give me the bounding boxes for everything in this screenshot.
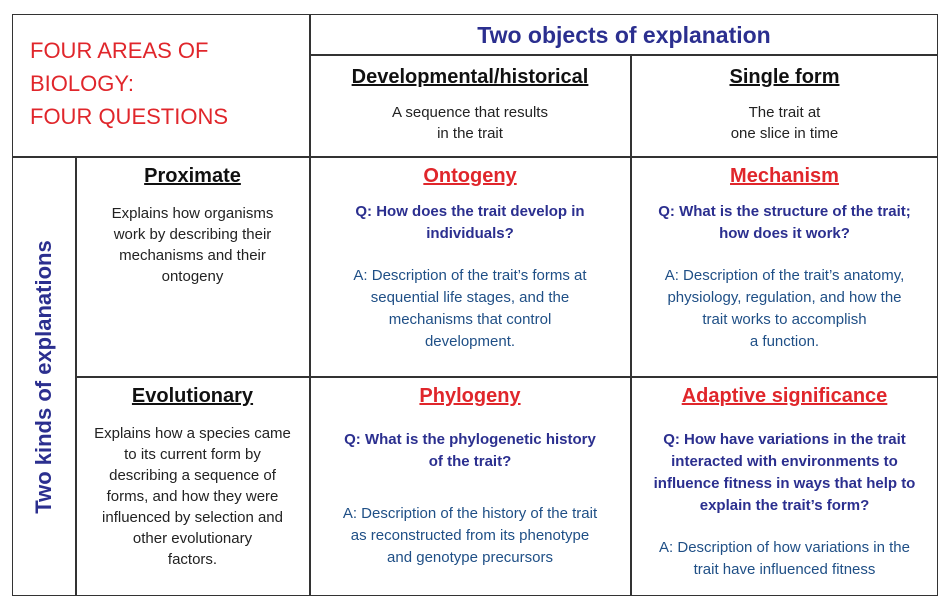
answer-line: physiology, regulation, and how the (667, 289, 902, 306)
kinds-title: Two kinds of explanations (12, 157, 75, 596)
question-line: of the trait? (428, 453, 512, 470)
question-line: Q: How have variations in the trait (663, 431, 906, 448)
row-proximate-desc: Explains how organisms work by describin… (76, 203, 309, 287)
cell-ontogeny-answer: A: Description of the trait’s forms at s… (310, 265, 630, 353)
question-line: explain the trait’s form? (699, 497, 870, 514)
desc-line: influenced by selection and (102, 509, 283, 526)
objects-title: Two objects of explanation (477, 22, 771, 48)
answer-line: trait have influenced fitness (693, 561, 876, 578)
desc-line: forms, and how they were (106, 488, 279, 505)
divider-rowheader (309, 156, 311, 596)
cell-mechanism-answer: A: Description of the trait’s anatomy, p… (631, 265, 938, 353)
row-evolutionary: Evolutionary Explains how a species came… (76, 381, 309, 570)
answer-line: mechanisms that control (388, 311, 552, 328)
cell-ontogeny-heading: Ontogeny (423, 165, 517, 187)
question-line: Q: What is the structure of the trait; (658, 203, 911, 220)
row-proximate-heading: Proximate (144, 165, 241, 187)
divider-corner-vertical (309, 14, 311, 157)
cell-adaptive-question: Q: How have variations in the trait inte… (631, 429, 938, 517)
question-line: individuals? (426, 225, 514, 242)
row-evolutionary-heading: Evolutionary (131, 385, 254, 407)
question-line: how does it work? (719, 225, 850, 242)
column-developmental-desc: A sequence that results in the trait (310, 102, 630, 144)
cell-phylogeny-answer: A: Description of the history of the tra… (310, 503, 630, 569)
answer-line: A: Description of the trait’s anatomy, (664, 267, 905, 284)
corner-title: FOUR AREAS OF BIOLOGY: FOUR QUESTIONS (30, 34, 300, 133)
column-single-desc: The trait at one slice in time (631, 102, 938, 144)
desc-line: other evolutionary (132, 530, 253, 547)
answer-line: sequential life stages, and the (370, 289, 570, 306)
divider-columns (630, 54, 632, 596)
cell-ontogeny: Ontogeny Q: How does the trait develop i… (310, 161, 630, 353)
cell-adaptive: Adaptive significance Q: How have variat… (631, 381, 938, 581)
desc-line: Explains how a species came (94, 425, 291, 442)
desc-line: mechanisms and their (119, 247, 266, 264)
divider-rows (75, 376, 938, 378)
cell-adaptive-heading: Adaptive significance (681, 385, 888, 407)
answer-line: as reconstructed from its phenotype (350, 527, 590, 544)
cell-adaptive-answer: A: Description of how variations in the … (631, 537, 938, 581)
answer-line: A: Description of the trait’s forms at (353, 267, 587, 284)
desc-line: A sequence that results (392, 104, 548, 121)
row-evolutionary-desc: Explains how a species came to its curre… (76, 423, 309, 570)
cell-mechanism-question: Q: What is the structure of the trait; h… (631, 201, 938, 245)
cell-phylogeny-heading: Phylogeny (419, 385, 521, 407)
cell-mechanism: Mechanism Q: What is the structure of th… (631, 161, 938, 353)
question-line: influence fitness in ways that help to (653, 475, 916, 492)
question-line: interacted with environments to (671, 453, 898, 470)
divider-header-bottom (12, 156, 938, 158)
corner-title-line-1: FOUR AREAS OF (30, 38, 209, 63)
column-single: Single form The trait at one slice in ti… (631, 62, 938, 144)
kinds-title-text: Two kinds of explanations (30, 239, 56, 514)
desc-line: in the trait (437, 125, 503, 142)
question-line: Q: How does the trait develop in (355, 203, 585, 220)
four-questions-table (12, 14, 938, 596)
column-developmental-heading: Developmental/historical (351, 66, 589, 88)
answer-line: a function. (749, 333, 820, 350)
desc-line: factors. (167, 551, 218, 568)
corner-title-line-2: BIOLOGY: (30, 71, 134, 96)
desc-line: Explains how organisms (111, 205, 274, 222)
corner-title-line-3: FOUR QUESTIONS (30, 104, 229, 129)
desc-line: one slice in time (730, 125, 839, 142)
answer-line: trait works to accomplish (702, 311, 867, 328)
answer-line: A: Description of the history of the tra… (342, 505, 598, 522)
answer-line: A: Description of how variations in the (659, 539, 910, 556)
desc-line: work by describing their (113, 226, 272, 243)
question-line: Q: What is the phylogenetic history (344, 431, 596, 448)
column-developmental: Developmental/historical A sequence that… (310, 62, 630, 144)
answer-line: and genotype precursors (387, 549, 553, 566)
cell-phylogeny: Phylogeny Q: What is the phylogenetic hi… (310, 381, 630, 569)
cell-mechanism-heading: Mechanism (730, 165, 839, 187)
column-single-heading: Single form (729, 66, 840, 88)
desc-line: ontogeny (161, 268, 224, 285)
desc-line: describing a sequence of (109, 467, 276, 484)
desc-line: The trait at (748, 104, 821, 121)
answer-line: development. (424, 333, 516, 350)
cell-phylogeny-question: Q: What is the phylogenetic history of t… (310, 429, 630, 473)
row-proximate: Proximate Explains how organisms work by… (76, 161, 309, 287)
desc-line: to its current form by (124, 446, 261, 463)
cell-ontogeny-question: Q: How does the trait develop in individ… (310, 201, 630, 245)
divider-objects-title (309, 54, 938, 56)
